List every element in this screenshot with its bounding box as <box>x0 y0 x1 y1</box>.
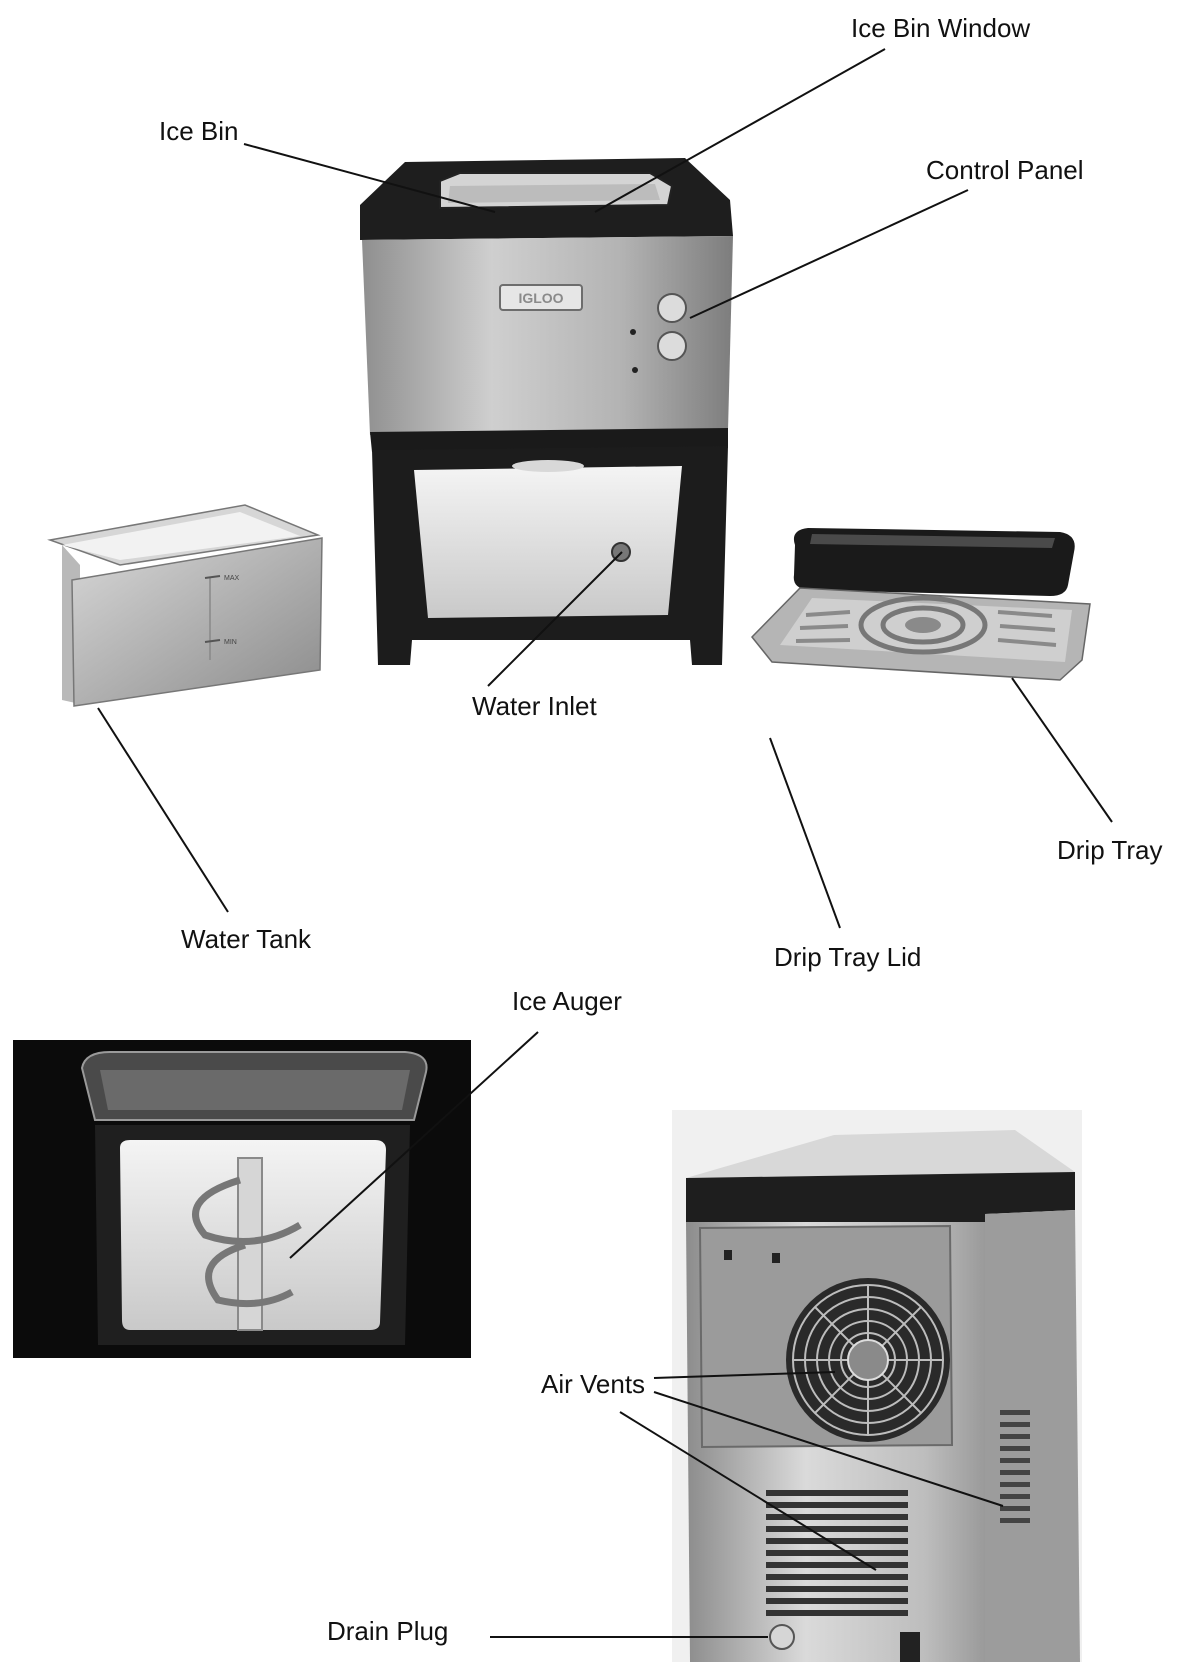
label-drip-tray: Drip Tray <box>1057 835 1163 865</box>
rear-lid <box>686 1172 1075 1222</box>
auger-spiral <box>192 1176 302 1308</box>
label-drip-tray-lid: Drip Tray Lid <box>774 942 922 972</box>
leader-water-tank <box>97 707 229 913</box>
leader-drip-tray-lid <box>769 737 841 929</box>
side-vent-grid <box>1000 1410 1030 1523</box>
tank-min-label: MIN <box>224 639 237 646</box>
ice-maker-front-photo: IGLOO <box>360 158 733 665</box>
leader-control-panel <box>689 189 969 319</box>
leader-water-inlet <box>487 551 623 687</box>
window-glass <box>448 184 660 203</box>
ice-auger-inset-photo <box>13 1040 471 1358</box>
leader-air-vents-side <box>653 1391 1004 1507</box>
ice-dispense-opening <box>414 466 682 618</box>
label-ice-auger: Ice Auger <box>512 986 622 1016</box>
tank-inside <box>62 512 300 560</box>
indicator-light <box>630 329 636 335</box>
leader-air-vents-fan <box>653 1371 836 1379</box>
drain-plug-cap <box>769 1624 795 1650</box>
drip-tray-photo <box>750 587 1091 681</box>
power-cord <box>900 1632 920 1662</box>
rear-top <box>686 1130 1075 1178</box>
power-button <box>657 293 687 323</box>
tank-min-mark <box>204 639 221 643</box>
indicator-light <box>632 367 638 373</box>
rear-opening <box>724 1250 732 1260</box>
label-ice-bin-window: Ice Bin Window <box>851 13 1031 43</box>
water-tank-photo: MAX MIN <box>47 504 323 707</box>
tank-front-panel <box>71 537 323 707</box>
select-button <box>657 331 687 361</box>
grate-slots <box>795 610 1057 647</box>
label-air-vents: Air Vents <box>541 1369 646 1399</box>
brand-logo: IGLOO <box>518 290 563 306</box>
body-bottom-trim <box>370 428 728 452</box>
grate-ring <box>858 595 988 655</box>
leader-lines <box>97 48 1113 1638</box>
rear-opening <box>772 1253 780 1263</box>
label-ice-bin: Ice Bin <box>159 116 239 146</box>
ice-chute <box>512 460 584 472</box>
leader-ice-auger <box>289 1031 539 1259</box>
tank-max-mark <box>204 575 221 579</box>
fan-grill <box>792 1284 944 1436</box>
grate-center <box>905 617 941 633</box>
grate-ring <box>880 605 966 645</box>
lid-window <box>100 1070 410 1110</box>
leader-ice-bin-window <box>594 48 886 213</box>
lower-vent-grid <box>766 1490 908 1616</box>
label-water-tank: Water Tank <box>181 924 312 954</box>
label-control-panel: Control Panel <box>926 155 1084 185</box>
label-drain-plug: Drain Plug <box>327 1616 449 1646</box>
leader-air-vents-bottom <box>619 1411 877 1571</box>
side-panel <box>985 1210 1080 1662</box>
leader-ice-bin <box>243 143 496 213</box>
ice-maker-rear-photo <box>672 1110 1082 1662</box>
body <box>362 236 733 435</box>
leader-drip-tray <box>1011 677 1113 823</box>
lid-highlight <box>810 534 1055 548</box>
drip-tray-lid-photo <box>793 528 1075 596</box>
fan-hub <box>847 1339 889 1381</box>
label-water-inlet: Water Inlet <box>472 691 597 721</box>
tank-max-label: MAX <box>224 575 240 582</box>
logo-plate <box>499 284 583 311</box>
